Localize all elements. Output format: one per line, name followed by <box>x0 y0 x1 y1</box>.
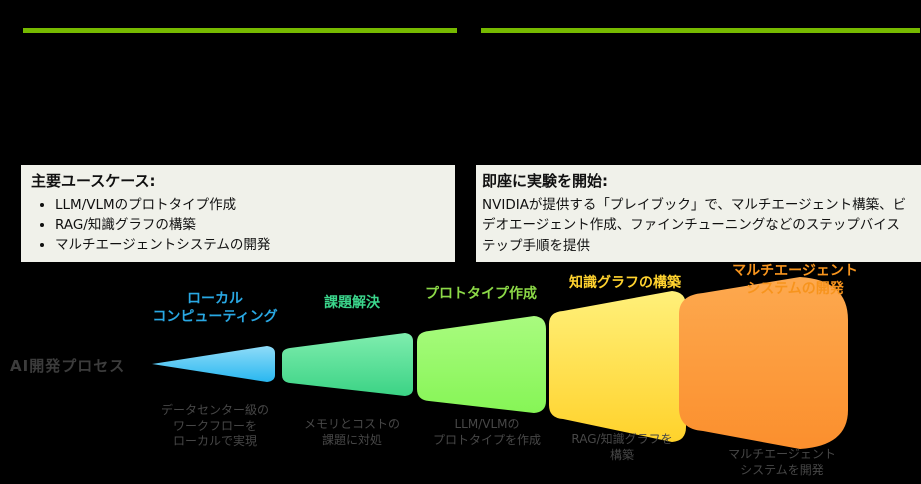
funnel-segment-local-computing <box>152 346 275 382</box>
stage-desc-prototyping: LLM/VLMの プロトタイプを作成 <box>432 417 542 447</box>
header-rule-right <box>481 28 920 33</box>
use-case-item: RAG/知識グラフの構築 <box>55 215 445 235</box>
funnel-segment-multi-agent <box>679 277 848 449</box>
stage-desc-multi-agent: マルチエージェント システムを開発 <box>728 447 836 477</box>
process-axis-label: AI開発プロセス <box>10 357 126 375</box>
funnel-segment-problem-solving <box>282 333 413 396</box>
use-cases-heading: 主要ユースケース: <box>31 172 156 190</box>
stage-label-local-computing: ローカル コンピューティング <box>152 291 278 325</box>
stage-label-multi-agent: マルチエージェントシステムの開発 <box>732 263 858 297</box>
use-cases-box: 主要ユースケース: LLM/VLMのプロトタイプ作成 RAG/知識グラフの構築 … <box>21 165 455 262</box>
use-case-item: LLM/VLMのプロトタイプ作成 <box>55 195 445 215</box>
stage-label-prototyping: プロトタイプ作成 <box>425 286 537 302</box>
use-cases-list: LLM/VLMのプロトタイプ作成 RAG/知識グラフの構築 マルチエージェントシ… <box>55 195 445 256</box>
funnel-segment-prototyping <box>417 316 546 413</box>
stage-label-knowledge-graph: 知識グラフの構築 <box>569 275 681 291</box>
header-rule-left <box>23 28 457 33</box>
use-case-item: マルチエージェントシステムの開発 <box>55 235 445 255</box>
stage-desc-local-computing: データセンター級の ワークフローを ローカルで実現 <box>160 403 270 449</box>
funnel-segment-knowledge-graph <box>549 291 686 442</box>
experiment-body: NVIDIAが提供する「プレイブック」で、マルチエージェント構築、ビデオエージェ… <box>482 196 907 255</box>
stage-desc-problem-solving: メモリとコストの 課題に対処 <box>303 417 401 447</box>
experiment-heading: 即座に実験を開始: <box>482 172 608 190</box>
experiment-box: 即座に実験を開始: NVIDIAが提供する「プレイブック」で、マルチエージェント… <box>476 165 921 262</box>
stage-desc-knowledge-graph: RAG/知識グラフを 構築 <box>571 432 673 462</box>
stage-label-problem-solving: 課題解決 <box>324 295 380 311</box>
